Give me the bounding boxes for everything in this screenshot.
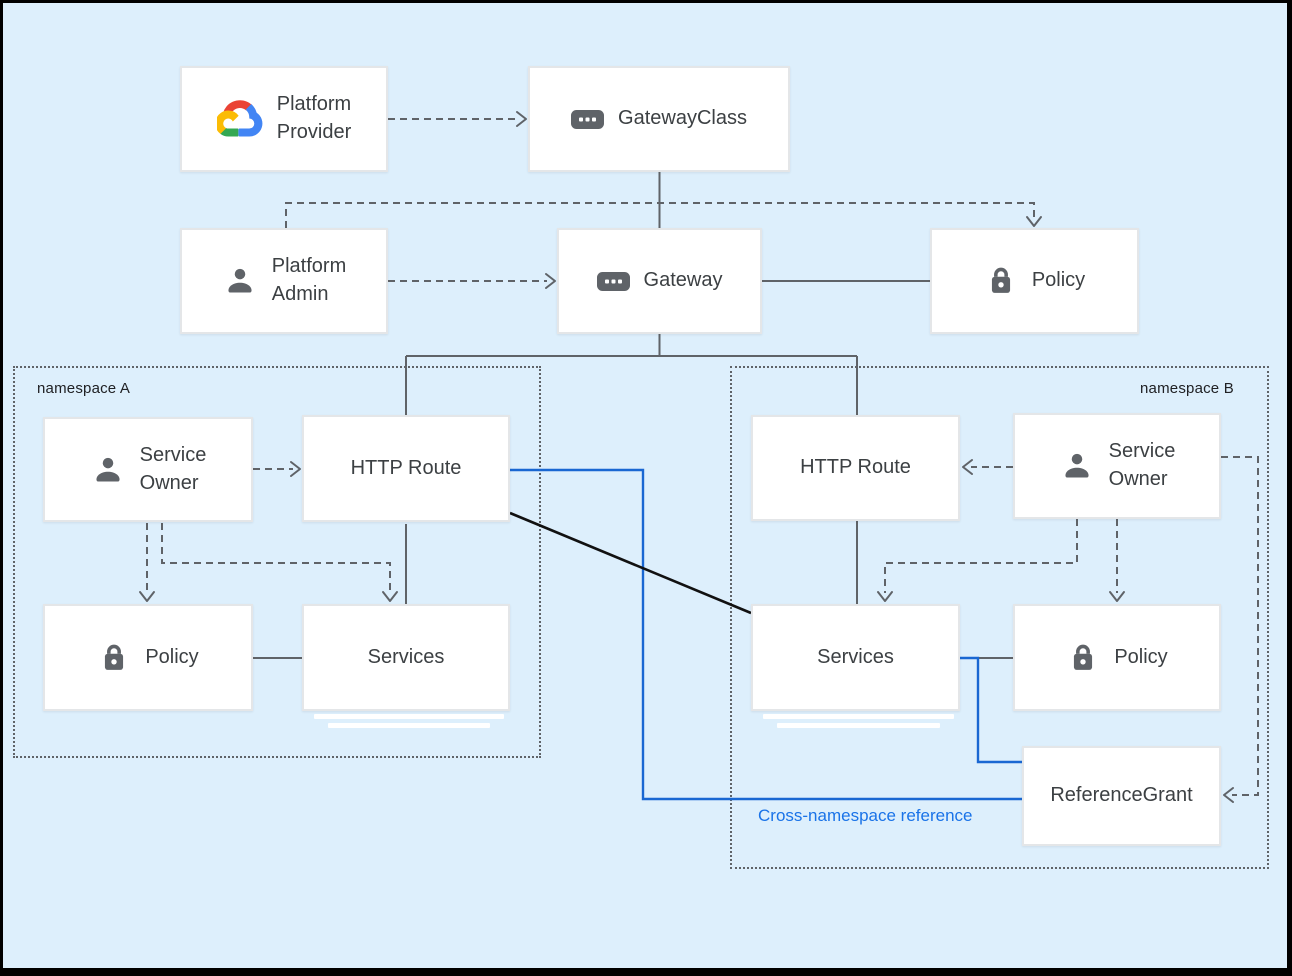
node-gateway-class: GatewayClass bbox=[528, 66, 790, 172]
node-label: HTTP Route bbox=[800, 456, 911, 479]
node-label: Service Owner bbox=[1108, 440, 1176, 490]
person-icon bbox=[1059, 448, 1095, 484]
person-icon bbox=[90, 452, 126, 488]
lock-icon bbox=[984, 264, 1018, 298]
namespace-b-label: namespace B bbox=[1140, 380, 1234, 397]
lock-icon bbox=[97, 641, 131, 675]
frame-edge bbox=[1287, 0, 1292, 976]
node-service-owner-a: Service Owner bbox=[43, 417, 253, 522]
node-platform-provider: Platform Provider bbox=[180, 66, 388, 172]
node-label: Platform Admin bbox=[271, 255, 347, 305]
gateway-icon bbox=[571, 109, 605, 129]
node-http-route-b: HTTP Route bbox=[751, 415, 960, 521]
node-service-owner-b: Service Owner bbox=[1013, 413, 1221, 519]
node-label: Service Owner bbox=[139, 443, 207, 494]
namespace-a-label: namespace A bbox=[37, 380, 131, 397]
gateway-icon bbox=[596, 271, 630, 291]
node-label: GatewayClass bbox=[618, 107, 747, 130]
person-icon bbox=[222, 263, 258, 299]
frame-edge bbox=[0, 0, 1292, 3]
google-cloud-icon bbox=[216, 100, 263, 138]
node-gateway: Gateway bbox=[557, 228, 762, 334]
node-label: Policy bbox=[1114, 645, 1168, 668]
lock-icon bbox=[1066, 641, 1100, 675]
node-label: ReferenceGrant bbox=[1050, 784, 1193, 807]
node-label: Policy bbox=[1031, 269, 1086, 292]
node-label: Policy bbox=[145, 645, 199, 668]
node-reference-grant: ReferenceGrant bbox=[1022, 746, 1221, 846]
node-label: Gateway bbox=[643, 269, 723, 292]
node-label: HTTP Route bbox=[350, 456, 462, 479]
node-label: Services bbox=[367, 645, 445, 668]
node-label: Services bbox=[817, 645, 894, 668]
node-services-a: Services bbox=[302, 604, 510, 728]
node-platform-admin: Platform Admin bbox=[180, 228, 388, 334]
node-policy-a: Policy bbox=[43, 604, 253, 711]
cross-namespace-reference-label: Cross-namespace reference bbox=[758, 806, 973, 825]
node-policy-b: Policy bbox=[1013, 604, 1221, 711]
node-http-route-a: HTTP Route bbox=[302, 415, 510, 522]
frame-edge bbox=[0, 0, 3, 976]
frame-edge bbox=[0, 968, 1292, 976]
node-label: Platform Provider bbox=[276, 93, 352, 143]
node-policy-top: Policy bbox=[930, 228, 1139, 334]
node-services-b: Services bbox=[751, 604, 960, 728]
